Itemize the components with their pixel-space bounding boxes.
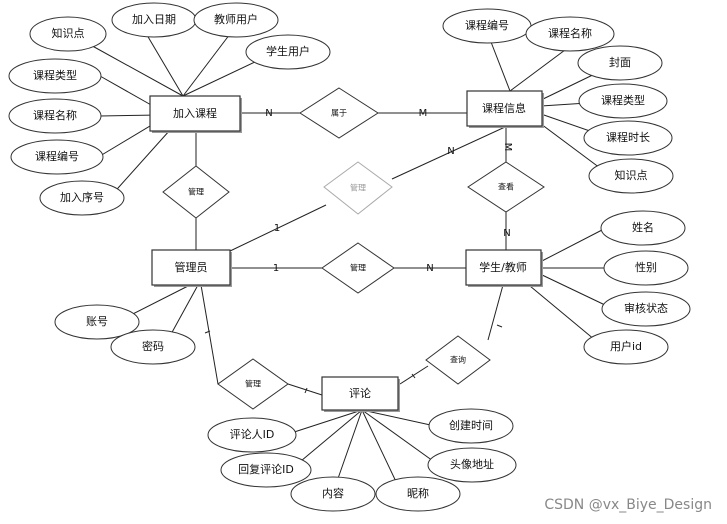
attribute-add-course-id[interactable]: 课程编号 [10,139,104,175]
attribute-label: 课程时长 [606,131,650,144]
attribute-teacher-user[interactable]: 教师用户 [193,2,279,38]
attribute-content[interactable]: 内容 [290,476,376,512]
attribute-add-course-name[interactable]: 课程名称 [8,98,102,134]
attribute-label: 学生用户 [266,44,310,58]
attribute-label: 课程编号 [465,18,509,32]
attribute-student-user[interactable]: 学生用户 [245,34,331,70]
attribute-avatar-url[interactable]: 头像地址 [427,447,517,483]
attribute-label: 知识点 [615,168,648,182]
attribute-label: 用户id [610,339,642,353]
entity-label: 管理员 [175,260,208,274]
attribute-course-knowledge[interactable]: 知识点 [588,158,674,194]
attribute-label: 昵称 [407,486,429,500]
entity-label: 评论 [349,386,371,400]
attribute-gender[interactable]: 性别 [603,250,689,286]
attribute-review-status[interactable]: 审核状态 [601,291,691,327]
entity-label: 加入课程 [173,107,217,120]
cardinality-admin-user: 1 [273,263,279,274]
attribute-password[interactable]: 密码 [110,329,196,365]
attribute-create-time[interactable]: 创建时间 [428,408,514,444]
attribute-label: 知识点 [52,26,85,40]
attribute-label: 回复评论ID [238,462,294,476]
attribute-cover[interactable]: 封面 [577,45,663,81]
relationship-label: 属于 [331,109,347,118]
attribute-course-id[interactable]: 课程编号 [442,8,532,44]
attribute-label: 课程名称 [548,26,592,40]
attribute-label: 加入日期 [132,13,176,26]
attribute-label: 创建时间 [449,418,493,432]
attribute-name[interactable]: 姓名 [600,210,686,246]
attribute-course-type[interactable]: 课程类型 [578,83,668,119]
attribute-reply-comment-id[interactable]: 回复评论ID [220,452,312,488]
cardinalities: N M 1 N M N 1 N [265,108,513,274]
attribute-label: 评论人ID [230,427,275,441]
attribute-course-name[interactable]: 课程名称 [525,16,615,52]
attribute-label: 性别 [635,260,657,274]
entity-label: 学生/教师 [479,260,527,274]
attribute-label: 姓名 [632,220,654,234]
attribute-account[interactable]: 账号 [54,304,140,340]
attribute-label: 内容 [322,486,344,500]
attribute-add-seq[interactable]: 加入序号 [39,180,125,216]
relationship-manage-course[interactable]: 管理 [323,161,393,215]
attribute-label: 账号 [86,315,108,328]
cardinality-course-admin: N [447,146,454,157]
relationship-label: 管理 [350,183,366,193]
attribute-label: 课程类型 [33,68,77,82]
attribute-label: 课程名称 [33,108,77,122]
entity-student-teacher[interactable]: 学生/教师 [465,249,543,287]
attribute-add-date[interactable]: 加入日期 [111,2,197,38]
entity-course-info[interactable]: 课程信息 [466,90,544,128]
relationship-label: 查询 [450,355,466,365]
relationship-belongs-to[interactable]: 属于 [299,87,379,139]
cardinality-admin-course: 1 [274,223,280,234]
attribute-add-course-knowledge[interactable]: 知识点 [29,16,107,52]
relationship-query[interactable]: 查询 [425,335,491,385]
relationship-view[interactable]: 查看 [467,161,545,213]
cardinality-course-view: M [502,143,513,152]
attribute-label: 密码 [142,339,164,353]
attribute-label: 封面 [609,55,631,69]
line-ticks [204,324,503,394]
attribute-label: 加入序号 [60,190,104,204]
relationship-label: 查看 [498,182,514,192]
relationship-manage-user[interactable]: 管理 [321,242,395,294]
attribute-label: 头像地址 [450,457,494,471]
relationship-label: 管理 [188,187,204,197]
entity-label: 课程信息 [482,101,526,115]
watermark-text: CSDN @vx_Biye_Design [544,497,712,513]
relationship-label: 管理 [350,263,366,273]
relationship-manage-add[interactable]: 管理 [162,165,230,219]
attribute-commenter-id[interactable]: 评论人ID [207,417,297,453]
attribute-nickname[interactable]: 昵称 [375,476,461,512]
cardinality-add-belongs: N [265,108,272,119]
entity-add-course[interactable]: 加入课程 [149,95,242,133]
relationship-manage-comment[interactable]: 管理 [217,358,289,410]
attribute-label: 课程类型 [601,93,645,107]
attribute-add-course-type[interactable]: 课程类型 [8,58,102,94]
cardinality-user-view: N [503,228,510,239]
attribute-label: 教师用户 [214,12,258,26]
cardinality-user-admin: N [426,263,433,274]
entity-admin[interactable]: 管理员 [151,249,232,287]
attribute-user-id[interactable]: 用户id [583,329,669,365]
attribute-course-duration[interactable]: 课程时长 [583,120,673,156]
attribute-label: 审核状态 [624,301,668,315]
relationship-label: 管理 [245,379,261,389]
attribute-label: 课程编号 [35,149,79,163]
cardinality-course-belongs: M [419,108,428,119]
entity-comment[interactable]: 评论 [321,376,400,412]
